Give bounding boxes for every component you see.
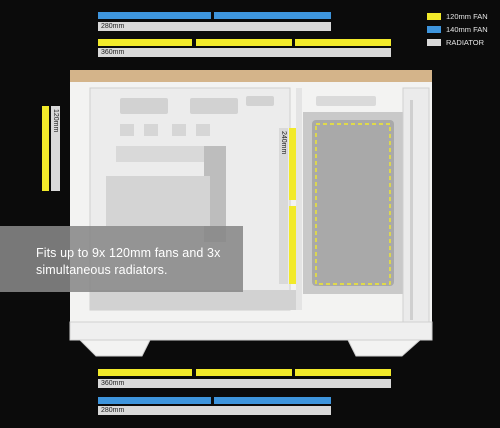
- legend-label-120mm: 120mm FAN: [446, 12, 488, 21]
- legend-item-140mm-fan: 140mm FAN: [427, 25, 497, 34]
- bottom-120mm-fan-bar-3: [295, 369, 391, 376]
- bottom-140mm-fan-bar-2: [214, 397, 331, 404]
- bottom-280mm-radiator-label: 280mm: [98, 406, 331, 415]
- top-120mm-fan-bar-1: [98, 39, 192, 46]
- callout-text: Fits up to 9x 120mm fans and 3x simultan…: [36, 246, 221, 277]
- side-120mm-label-box: 120mm: [51, 106, 60, 191]
- front-120mm-fan-bar-2: [289, 206, 296, 284]
- legend-swatch-radiator: [427, 39, 441, 46]
- side-120mm-label: 120mm: [52, 109, 59, 133]
- callout-panel: [0, 226, 243, 292]
- case-wood-trim: [70, 70, 432, 84]
- bottom-360mm-radiator-label: 360mm: [98, 379, 391, 388]
- legend-swatch-140mm: [427, 26, 441, 33]
- legend-item-120mm-fan: 120mm FAN: [427, 12, 497, 21]
- top-360mm-radiator-label: 360mm: [98, 48, 391, 57]
- side-120mm-fan-bar: [42, 106, 49, 191]
- legend-label-140mm: 140mm FAN: [446, 25, 488, 34]
- top-120mm-fan-bar-3: [295, 39, 391, 46]
- bottom-140mm-fan-bar-1: [98, 397, 211, 404]
- front-120mm-fan-bar-1: [289, 128, 296, 200]
- legend-swatch-120mm: [427, 13, 441, 20]
- top-280mm-radiator-label: 280mm: [98, 22, 331, 31]
- top-140mm-fan-bar-1: [98, 12, 211, 19]
- bottom-120mm-fan-bar-2: [196, 369, 292, 376]
- legend-label-radiator: RADIATOR: [446, 38, 485, 47]
- top-120mm-fan-bar-2: [196, 39, 292, 46]
- legend-item-radiator: RADIATOR: [427, 38, 497, 47]
- front-radiator-outline: [315, 123, 391, 285]
- front-240mm-label-box: 240mm: [279, 128, 288, 284]
- top-140mm-fan-bar-2: [214, 12, 331, 19]
- bottom-120mm-fan-bar-1: [98, 369, 192, 376]
- front-240mm-label: 240mm: [280, 131, 287, 155]
